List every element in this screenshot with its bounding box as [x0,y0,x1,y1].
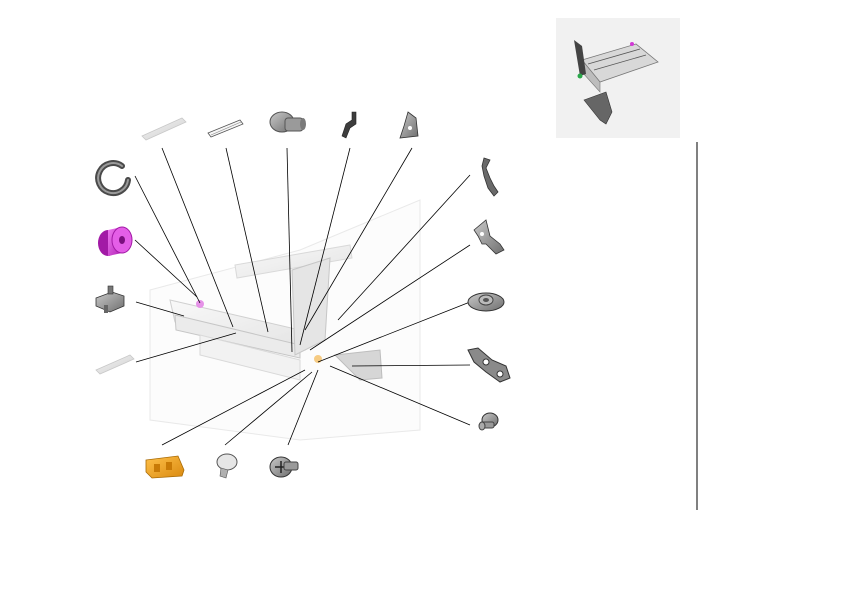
leader-shoulder-screw-top [286,147,293,353]
assembly-base-plate [199,334,301,381]
thumbnail-background [556,18,680,138]
leader-bracket-b [304,147,413,331]
leader-e-clip [134,175,201,304]
shoulder-screw-top [269,111,306,133]
orange-block [145,455,185,479]
bracket-b [399,111,419,139]
pin [478,412,499,431]
leader-knob-cap [224,371,313,446]
leader-flange-bushing [317,301,471,363]
flange-bushing [467,292,505,312]
leader-rail-strip-top [161,147,234,328]
leader-phillips-screw [287,369,319,446]
thumbnail-rail-2 [593,54,647,71]
leader-rail-strip-lower [135,332,237,363]
assembly-rail-upper [234,244,353,279]
thumbnail-bracket [583,91,613,125]
leader-gasket-plate [351,364,471,367]
gasket-plate [467,347,511,383]
leader-lines [134,147,471,446]
knob-cap [216,453,238,479]
thumbnail-rail-1 [587,48,641,65]
thumbnail-arm [574,40,586,76]
thumbnail-accent-green [577,73,583,79]
assembly-frame [149,199,421,441]
main-assembly [149,199,421,441]
e-clip [95,160,131,197]
leader-rail-strip-small [225,147,269,333]
assembly-side-bracket [333,349,383,381]
rail-strip-lower [95,354,135,375]
wire-bracket [481,157,499,197]
leader-orange-block [161,369,306,446]
bracket-a [341,111,357,139]
leader-roller-magenta [134,239,198,298]
arm-plate [473,219,505,255]
rail-strip-top [141,117,187,141]
thumbnail-accent-magenta [630,42,634,46]
leader-pin [329,365,471,426]
phillips-screw [269,456,299,478]
assembly-roller-mini [196,300,204,308]
assembly-overview-thumbnail [556,18,680,138]
leader-arm-plate [309,244,471,351]
rail-strip-small [207,119,244,138]
leader-wire-bracket [337,174,471,321]
leader-bracket-a [299,147,351,346]
assembly-rail-long [174,314,301,359]
latch-clip [95,285,125,313]
leader-latch-clip [135,301,185,317]
roller-magenta [98,226,133,256]
